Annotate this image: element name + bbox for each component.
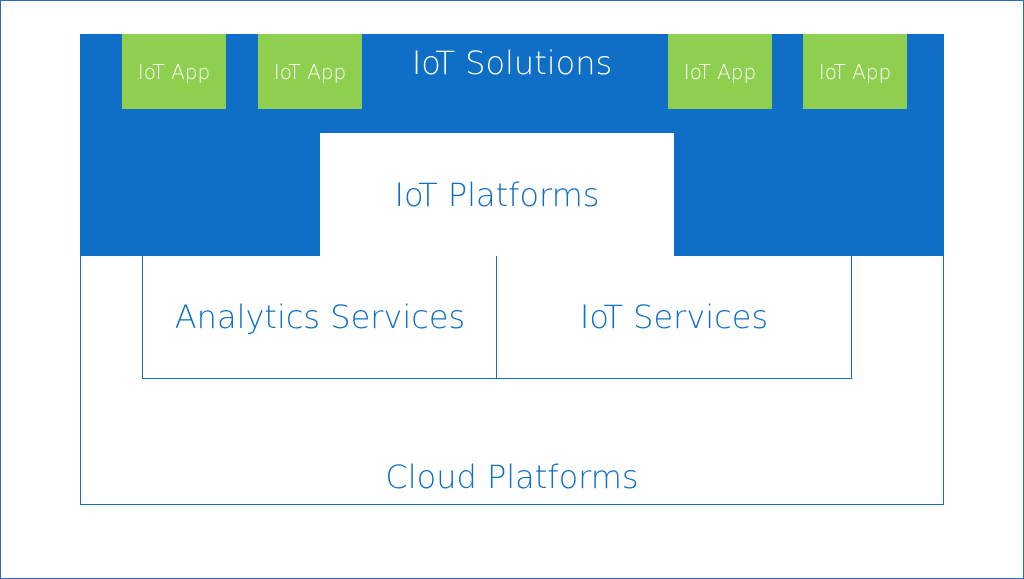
analytics-services-box: Analytics Services: [142, 256, 498, 379]
iot-app-box-4: IoT App: [803, 34, 907, 109]
iot-platforms-box: IoT Platforms: [320, 133, 674, 256]
cloud-platforms-label: Cloud Platforms: [385, 458, 639, 496]
iot-app-box-2: IoT App: [258, 34, 362, 109]
iot-app-box-1: IoT App: [122, 34, 226, 109]
iot-services-box: IoT Services: [496, 256, 852, 379]
iot-app-box-3: IoT App: [668, 34, 772, 109]
iot-solutions-label: IoT Solutions: [411, 44, 613, 82]
